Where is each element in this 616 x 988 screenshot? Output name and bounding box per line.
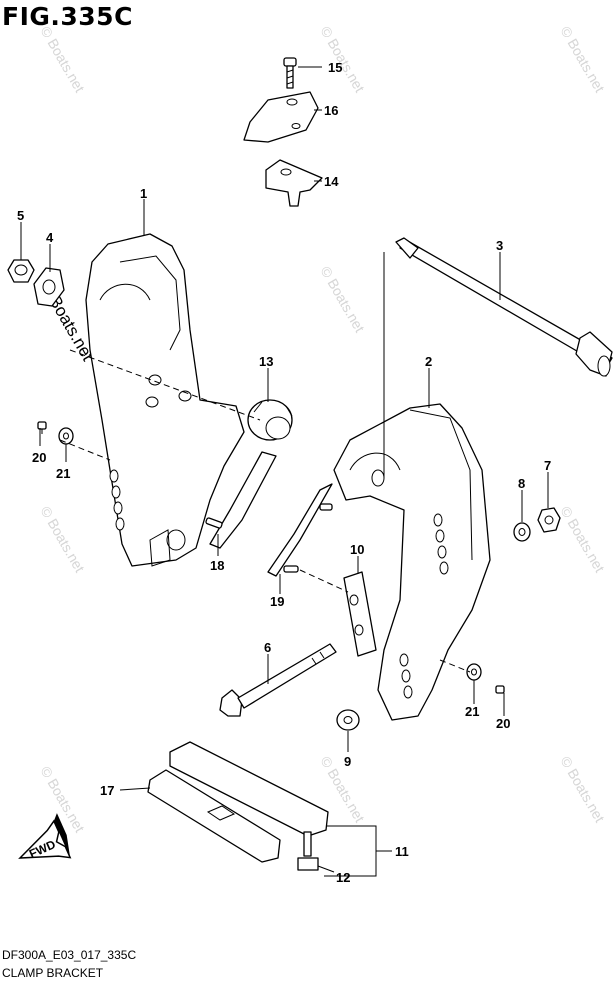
callout-10[interactable]: 10 (350, 542, 364, 557)
part-6-through-bolt[interactable] (219, 643, 337, 717)
part-8-washer[interactable] (513, 522, 531, 542)
callout-16[interactable]: 16 (324, 103, 338, 118)
callout-9[interactable]: 9 (344, 754, 351, 769)
callout-15[interactable]: 15 (328, 60, 342, 75)
callout-2[interactable]: 2 (425, 354, 432, 369)
figure-title: FIG.335C (2, 2, 133, 31)
part-19-rod[interactable] (267, 483, 333, 577)
callout-labels: 15 16 14 1 5 4 3 13 2 20 21 7 8 18 10 19… (17, 60, 551, 885)
callout-21-right[interactable]: 21 (465, 704, 479, 719)
part-1-clamp-bracket-left[interactable] (85, 233, 245, 567)
callout-6[interactable]: 6 (264, 640, 271, 655)
callout-7[interactable]: 7 (544, 458, 551, 473)
callout-5[interactable]: 5 (17, 208, 24, 223)
watermark: © Boats.net (557, 754, 608, 826)
callout-17[interactable]: 17 (100, 783, 114, 798)
callout-20-left[interactable]: 20 (32, 450, 46, 465)
part-21-washer-left[interactable] (58, 427, 74, 445)
callout-21-left[interactable]: 21 (56, 466, 70, 481)
watermark: © Boats.net (557, 24, 608, 96)
fwd-direction-badge: FWD (18, 813, 72, 861)
part-5-nut[interactable] (7, 259, 35, 283)
part-20-screw-right[interactable] (495, 685, 505, 694)
part-9-washer[interactable] (336, 709, 360, 731)
part-16-cover-plate[interactable] (243, 91, 319, 143)
diagram-code: DF300A_E03_017_335C (2, 948, 137, 962)
watermark: © Boats.net (37, 764, 88, 836)
part-14-mount-bracket[interactable] (265, 159, 323, 207)
callout-12[interactable]: 12 (336, 870, 350, 885)
diagram-name: CLAMP BRACKET (2, 966, 104, 980)
callout-14[interactable]: 14 (324, 174, 339, 189)
part-17-spacer-plate[interactable] (147, 769, 281, 863)
watermark: © Boats.net (557, 504, 608, 576)
callout-19[interactable]: 19 (270, 594, 284, 609)
callout-1[interactable]: 1 (140, 186, 147, 201)
callout-3[interactable]: 3 (496, 238, 503, 253)
callout-13[interactable]: 13 (259, 354, 273, 369)
part-2-clamp-bracket-right[interactable] (333, 403, 491, 721)
watermark: © Boats.net (317, 24, 368, 96)
watermark: © Boats.net (37, 24, 88, 96)
part-15-bolt[interactable] (283, 57, 297, 89)
callout-18[interactable]: 18 (210, 558, 224, 573)
part-4-plate[interactable] (33, 267, 65, 307)
watermark: © Boats.net (37, 504, 88, 576)
part-13-bushing[interactable] (247, 399, 293, 441)
leader-lines (20, 66, 549, 877)
callout-20-right[interactable]: 20 (496, 716, 510, 731)
watermark: © Boats.net (317, 264, 368, 336)
part-18-trim-lever[interactable] (205, 451, 277, 549)
part-3-tilt-tube[interactable] (395, 237, 613, 377)
callout-11[interactable]: 11 (395, 844, 409, 859)
part-12-bolt[interactable] (297, 831, 319, 871)
callout-4[interactable]: 4 (46, 230, 54, 245)
part-10-plate[interactable] (343, 571, 377, 657)
callout-8[interactable]: 8 (518, 476, 525, 491)
part-20-screw-left[interactable] (37, 421, 47, 434)
part-11-anode-plate[interactable] (169, 741, 329, 837)
part-7-nut[interactable] (537, 507, 561, 533)
